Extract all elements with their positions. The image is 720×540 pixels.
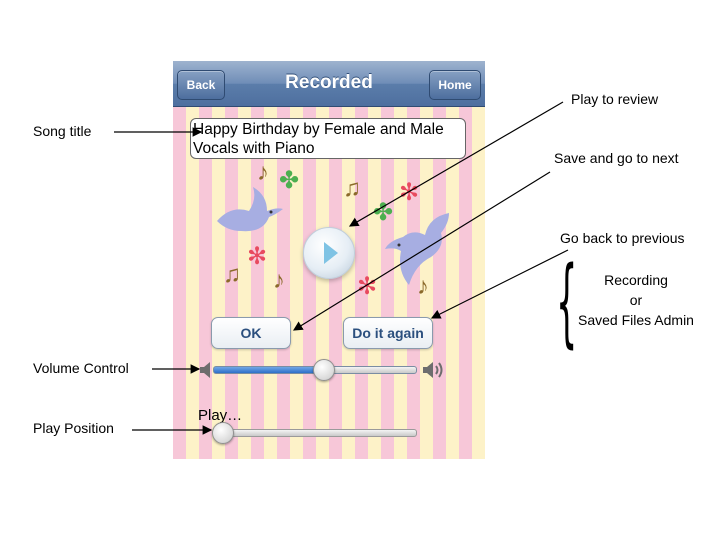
phone-screen: Back Recorded Home Happy Birthday by Fem… [173, 61, 485, 459]
flower-icon: ✻ [399, 179, 420, 206]
play-position-track[interactable] [219, 429, 417, 437]
nav-title: Recorded [285, 72, 373, 93]
flower-icon: ✻ [247, 243, 268, 270]
nav-bar: Back Recorded Home [173, 61, 485, 107]
annotation-recording: Recording [604, 272, 668, 288]
annotation-volume-control: Volume Control [33, 360, 129, 376]
flower-icon: ✤ [279, 167, 300, 194]
volume-slider-fill[interactable] [213, 366, 326, 374]
annotation-song-title: Song title [33, 123, 92, 139]
annotation-play-to-review: Play to review [571, 91, 659, 107]
play-position-thumb[interactable] [212, 422, 234, 444]
play-icon [324, 242, 338, 264]
ok-button[interactable]: OK [211, 317, 291, 349]
annotation-go-back: Go back to previous [560, 230, 685, 246]
do-it-again-button[interactable]: Do it again [343, 317, 433, 349]
annotation-play-position: Play Position [33, 420, 114, 436]
back-button[interactable]: Back [177, 70, 225, 100]
flower-icon: ✻ [357, 273, 378, 300]
song-title-field: Happy Birthday by Female and Male Vocals… [190, 118, 466, 159]
volume-slider-thumb[interactable] [313, 359, 335, 381]
music-note-icon: ♫ [223, 261, 241, 288]
play-button[interactable] [303, 227, 355, 279]
music-note-icon: ♪ [257, 159, 269, 186]
music-note-icon: ♪ [417, 273, 429, 300]
music-note-icon: ♫ [343, 175, 361, 202]
play-status-label: Play… [198, 407, 243, 424]
home-button[interactable]: Home [429, 70, 481, 100]
flower-icon: ✤ [373, 199, 394, 226]
bird-icon [217, 187, 283, 232]
annotation-side-note: Recording or Saved Files Admin [566, 270, 706, 330]
speaker-low-icon [200, 362, 210, 378]
annotation-saved-files-admin: Saved Files Admin [578, 312, 694, 328]
annotation-or: or [629, 292, 643, 308]
annotation-save-and-next: Save and go to next [554, 150, 679, 166]
volume-slider-track[interactable] [324, 366, 417, 374]
speaker-high-icon [423, 362, 443, 378]
music-note-icon: ♪ [273, 267, 285, 294]
